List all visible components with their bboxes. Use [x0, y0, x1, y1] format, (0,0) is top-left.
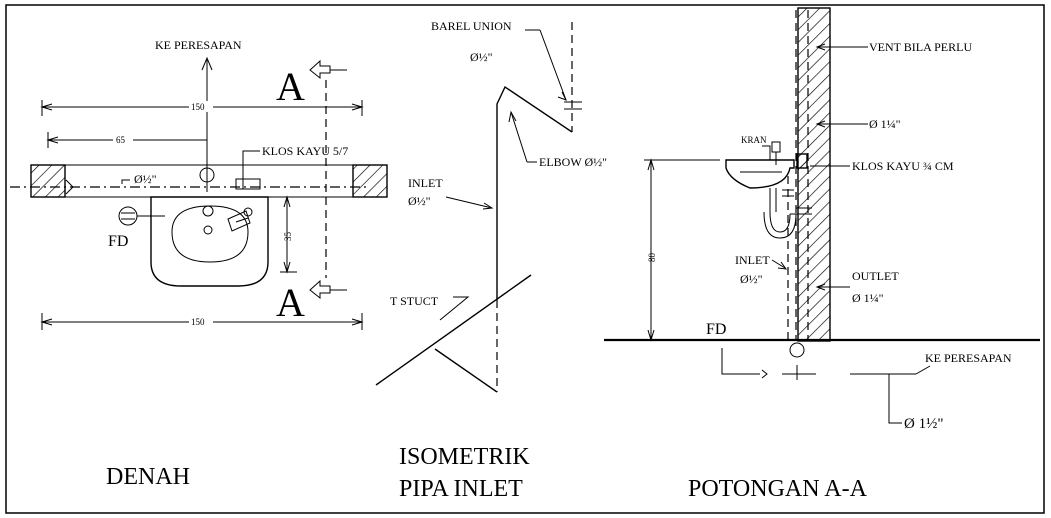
potongan-title: POTONGAN A-A — [688, 476, 868, 502]
kran-label: KRAN — [741, 135, 767, 145]
potongan-view: VENT BILA PERLU Ø 1¼" KRAN KLOS KAYU ¾ C… — [604, 7, 1040, 502]
denah-view: KE PERESAPAN 150 65 A Ø½" KLO — [10, 38, 388, 490]
outlet-label: OUTLET — [852, 269, 899, 283]
denah-dim-side: 35 — [283, 232, 293, 242]
denah-dim-inner: 65 — [116, 135, 126, 145]
vent-size: Ø 1¼" — [869, 117, 901, 131]
denah-klos-kayu-label: KLOS KAYU 5/7 — [262, 144, 348, 158]
denah-dim-bottom: 150 — [191, 317, 205, 327]
t-stuct-label: T STUCT — [390, 294, 439, 308]
outlet-size: Ø 1¼" — [852, 291, 884, 305]
isometrik-view: BAREL UNION Ø½" ELBOW Ø½" INLET Ø½" T ST… — [375, 19, 607, 502]
elbow-label: ELBOW Ø½" — [539, 155, 607, 169]
potongan-fd-label: FD — [706, 321, 726, 338]
iso-inlet-size: Ø½" — [408, 194, 431, 208]
denah-fd-label: FD — [108, 233, 128, 250]
barel-union-size: Ø½" — [470, 50, 493, 64]
drain-size: Ø 1½" — [904, 416, 943, 432]
vent-label: VENT BILA PERLU — [869, 40, 972, 54]
potongan-inlet-size: Ø½" — [740, 272, 763, 286]
denah-title: DENAH — [106, 464, 190, 490]
section-mark-a-top: A — [276, 64, 305, 109]
drawing-border — [5, 4, 1045, 514]
denah-ke-peresapan-label: KE PERESAPAN — [155, 38, 242, 52]
iso-inlet-label: INLET — [408, 176, 443, 190]
potongan-inlet-label: INLET — [735, 253, 770, 267]
barel-union-label: BAREL UNION — [431, 19, 512, 33]
isometrik-title-2: PIPA INLET — [399, 476, 523, 502]
section-mark-a-bottom: A — [276, 280, 305, 325]
height-dim: 80 — [647, 253, 657, 263]
potongan-klos-kayu: KLOS KAYU ¾ CM — [852, 159, 954, 173]
denah-dim-top: 150 — [191, 102, 205, 112]
denah-pipe-size: Ø½" — [134, 172, 157, 186]
potongan-ke-peresapan: KE PERESAPAN — [925, 351, 1012, 365]
isometrik-title-1: ISOMETRIK — [399, 444, 530, 470]
